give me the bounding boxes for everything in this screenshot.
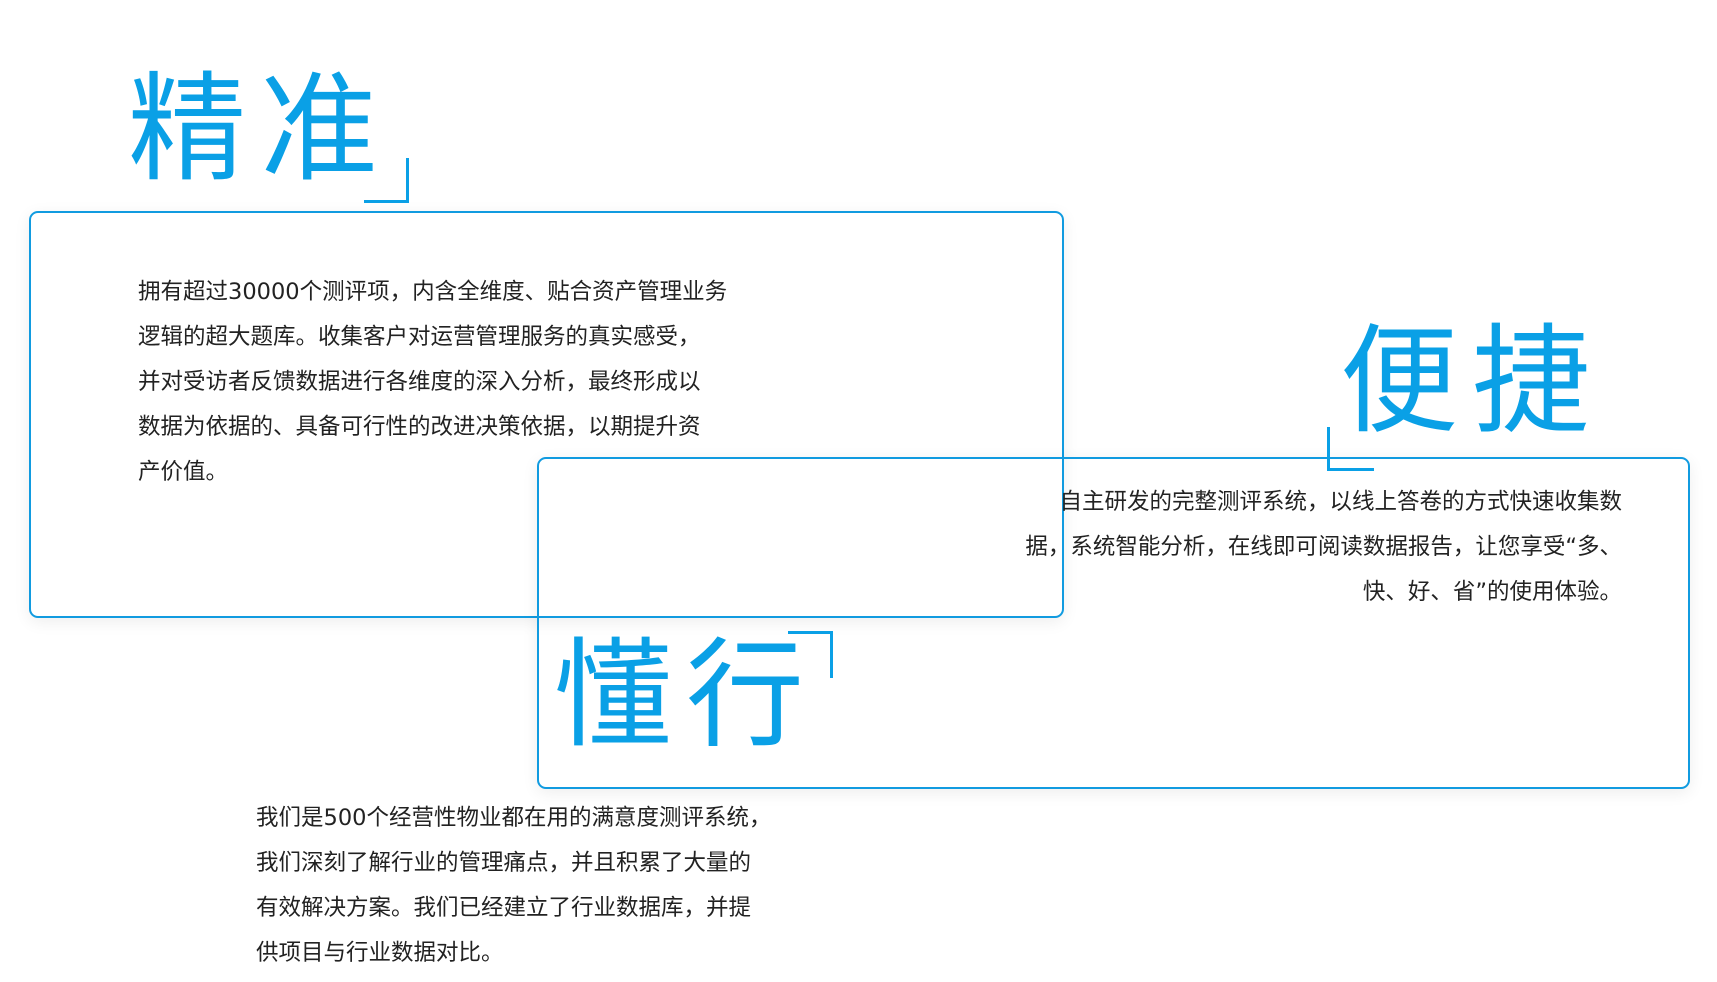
text-line: 产价值。 (138, 459, 229, 485)
text-line: 自主研发的完整测评系统，以线上答卷的方式快速收集数 (1059, 489, 1622, 515)
text-line: 据，系统智能分析，在线即可阅读数据报告，让您享受“多、 (1025, 534, 1622, 560)
text-line: 有效解决方案。我们已经建立了行业数据库，并提 (256, 895, 752, 921)
industry-description: 我们是500个经营性物业都在用的满意度测评系统， 我们深刻了解行业的管理痛点，并… (256, 796, 771, 976)
text-line: 我们深刻了解行业的管理痛点，并且积累了大量的 (256, 850, 752, 876)
corner-bracket-decoration (364, 158, 409, 203)
convenient-description: 自主研发的完整测评系统，以线上答卷的方式快速收集数 据，系统智能分析，在线即可阅… (960, 480, 1622, 615)
text-line: 并对受访者反馈数据进行各维度的深入分析，最终形成以 (138, 369, 701, 395)
text-line: 拥有超过30000个测评项，内含全维度、贴合资产管理业务 (138, 279, 728, 305)
text-line: 逻辑的超大题库。收集客户对运营管理服务的真实感受， (138, 324, 701, 350)
corner-bracket-decoration (788, 631, 833, 678)
accurate-card-frame (29, 211, 1064, 618)
accurate-description: 拥有超过30000个测评项，内含全维度、贴合资产管理业务 逻辑的超大题库。收集客… (138, 270, 727, 495)
convenient-title: 便捷 (1340, 312, 1605, 450)
text-line: 我们是500个经营性物业都在用的满意度测评系统， (256, 805, 772, 831)
text-line: 供项目与行业数据对比。 (256, 940, 504, 966)
text-line: 快、好、省”的使用体验。 (1362, 579, 1622, 605)
accurate-title: 精准 (128, 60, 393, 198)
convenient-card-frame (537, 457, 1690, 789)
text-line: 数据为依据的、具备可行性的改进决策依据，以期提升资 (138, 414, 701, 440)
corner-bracket-decoration (1327, 427, 1374, 471)
industry-title: 懂行 (554, 626, 819, 764)
